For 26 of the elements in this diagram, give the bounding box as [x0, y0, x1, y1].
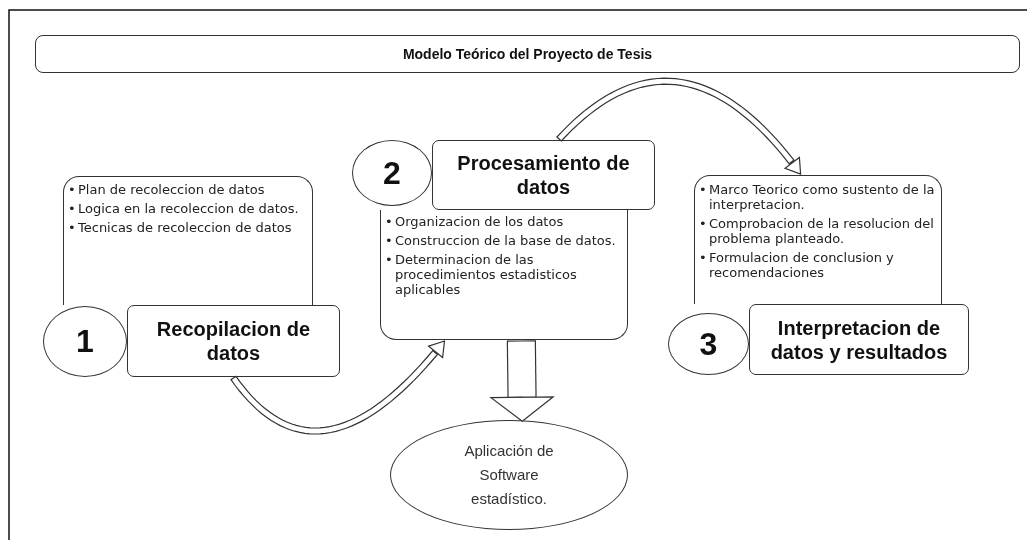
step-title: Procesamiento de datos: [456, 151, 631, 199]
curved-arrow: [556, 77, 802, 175]
bullet-list-card: [694, 175, 942, 304]
step-number: 1: [76, 323, 94, 360]
step-title: Interpretacion de datos y resultados: [769, 315, 949, 364]
bullet-item: •Plan de recoleccion de datos: [68, 182, 266, 197]
bullet-item: •Construccion de la base de datos.: [385, 233, 617, 248]
step-title-box: [432, 140, 655, 210]
bullet-item: •Determinacion de las procedimientos estadisticos aplicables: [385, 252, 578, 297]
step-title-box: [749, 304, 969, 375]
bullet-item: •Formulacion de conclusion y recomendaciones: [699, 250, 895, 280]
bullet-list-card: [63, 176, 313, 305]
step-title: Recopilacion de datos: [155, 317, 312, 365]
bullet-item: •Logica en la recoleccion de datos.: [68, 201, 299, 216]
bullet-list-card: [380, 210, 628, 340]
bullet-item: •Marco Teorico como sustento de la interpretacion.: [699, 182, 935, 212]
block-arrow: [490, 340, 554, 422]
step-number: 2: [383, 154, 401, 192]
bullet-item: •Comprobacion de la resolucion del problema planteado.: [699, 216, 935, 246]
bullet-item: •Organizacion de los datos: [385, 214, 565, 229]
title-banner: Modelo Teórico del Proyecto de Tesis: [35, 35, 1020, 73]
step-title-box: [127, 305, 340, 377]
step-number: 3: [699, 325, 718, 363]
bullet-item: •Tecnicas de recoleccion de datos: [68, 220, 293, 235]
oval-label: Aplicación de Software estadístico.: [463, 441, 555, 509]
curved-arrow: [230, 340, 446, 435]
